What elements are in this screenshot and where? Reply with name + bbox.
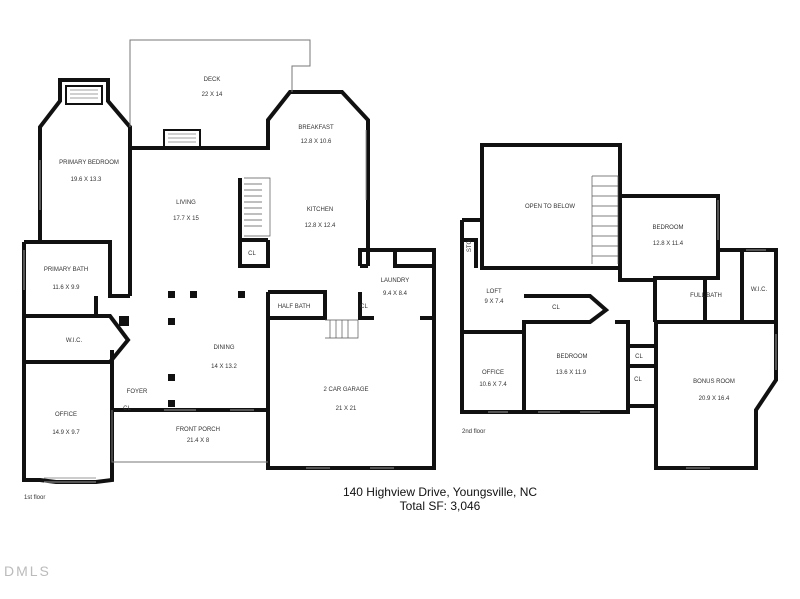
room-cl-a: CL: [552, 305, 560, 311]
wall-bedroom-a: [653, 250, 720, 322]
room-stg: STG: [467, 240, 473, 253]
dim-office: 14.9 X 9.7: [52, 430, 80, 436]
wall-fullbath: [703, 250, 744, 322]
room-living: LIVING: [176, 200, 196, 206]
dim-garage: 21 X 21: [336, 406, 357, 412]
dim-primary-bedroom: 19.6 X 13.3: [71, 177, 102, 183]
address-caption: 140 Highview Drive, Youngsville, NC: [342, 485, 538, 499]
stairs-second: [591, 175, 619, 264]
dim-dining: 14 X 13.2: [211, 364, 237, 370]
room-front-porch: FRONT PORCH: [176, 427, 220, 433]
room-cl-laundry: CL: [360, 304, 368, 310]
room-cl-b: CL: [635, 354, 643, 360]
total-sf-caption: Total SF: 3,046: [399, 499, 481, 513]
room-cl-foyer: CL: [123, 406, 131, 412]
fireplace-bedroom: [65, 85, 103, 105]
wall-half-bath: [266, 290, 374, 320]
room-foyer: FOYER: [127, 389, 148, 395]
mls-watermark: DMLS: [4, 563, 51, 579]
wall-open-below: [480, 145, 655, 282]
deck-outline: [129, 39, 311, 127]
wall-office-right: [94, 296, 114, 410]
room-breakfast: BREAKFAST: [298, 125, 334, 131]
dim-deck: 22 X 14: [202, 92, 223, 98]
stairs-first: [244, 177, 271, 237]
room-half-bath: HALF BATH: [278, 304, 311, 310]
dim-bedroom-b: 13.6 X 11.9: [556, 370, 587, 376]
wall-wic: [24, 314, 131, 364]
room-primary-bath: PRIMARY BATH: [44, 267, 88, 273]
wall-loft-stg: [462, 238, 478, 268]
dim-bonus-room: 20.9 X 16.4: [699, 396, 730, 402]
room-cl-kitchen: CL: [248, 251, 256, 257]
closet-block: [119, 316, 129, 326]
dim-primary-bath: 11.6 X 9.9: [53, 285, 81, 291]
room-full-bath: FULL BATH: [690, 293, 722, 299]
dim-breakfast: 12.8 X 10.6: [301, 139, 332, 145]
room-dining: DINING: [214, 345, 235, 351]
dim-office-2f: 10.6 X 7.4: [479, 382, 507, 388]
room-bonus-room: BONUS ROOM: [693, 379, 735, 385]
wall-primary-bedroom: [38, 78, 240, 242]
room-wic: W.I.C.: [66, 338, 83, 344]
dim-kitchen: 12.8 X 12.4: [305, 223, 336, 229]
porch-outline: [111, 410, 268, 463]
room-open-to-below: OPEN TO BELOW: [525, 204, 575, 210]
room-laundry: LAUNDRY: [381, 278, 410, 284]
fireplace-living: [163, 129, 201, 149]
stairs-garage: [325, 319, 359, 339]
dim-front-porch: 21.4 X 8: [187, 438, 210, 444]
wall-living-top: [128, 90, 370, 270]
wall-cl-a: [500, 294, 610, 334]
wall-laundry: [358, 248, 436, 320]
dim-loft: 9 X 7.4: [484, 299, 504, 305]
wall-bedroom-b: [522, 320, 630, 412]
room-bedroom-b: BEDROOM: [556, 354, 587, 360]
wall-office2: [462, 330, 656, 368]
dim-bedroom-a: 12.8 X 11.4: [653, 241, 684, 247]
second-floor-label: 2nd floor: [462, 429, 486, 435]
wall-dining-left: [110, 270, 132, 410]
room-office-2f: OFFICE: [482, 370, 504, 376]
room-office: OFFICE: [55, 412, 77, 418]
wall-primary-bath: [24, 240, 130, 298]
room-garage: 2 CAR GARAGE: [323, 387, 368, 393]
room-loft: LOFT: [486, 289, 502, 295]
dim-living: 17.7 X 15: [173, 216, 199, 222]
room-wic-2f: W.I.C.: [751, 287, 768, 293]
room-kitchen: KITCHEN: [307, 207, 333, 213]
first-floor-label: 1st floor: [24, 495, 46, 501]
room-deck: DECK: [204, 77, 221, 83]
dim-laundry: 9.4 X 8.4: [383, 291, 408, 297]
room-cl-c: CL: [634, 377, 642, 383]
wall-garage: [266, 316, 436, 470]
room-primary-bedroom: PRIMARY BEDROOM: [59, 160, 119, 166]
room-bedroom-a: BEDROOM: [652, 225, 683, 231]
